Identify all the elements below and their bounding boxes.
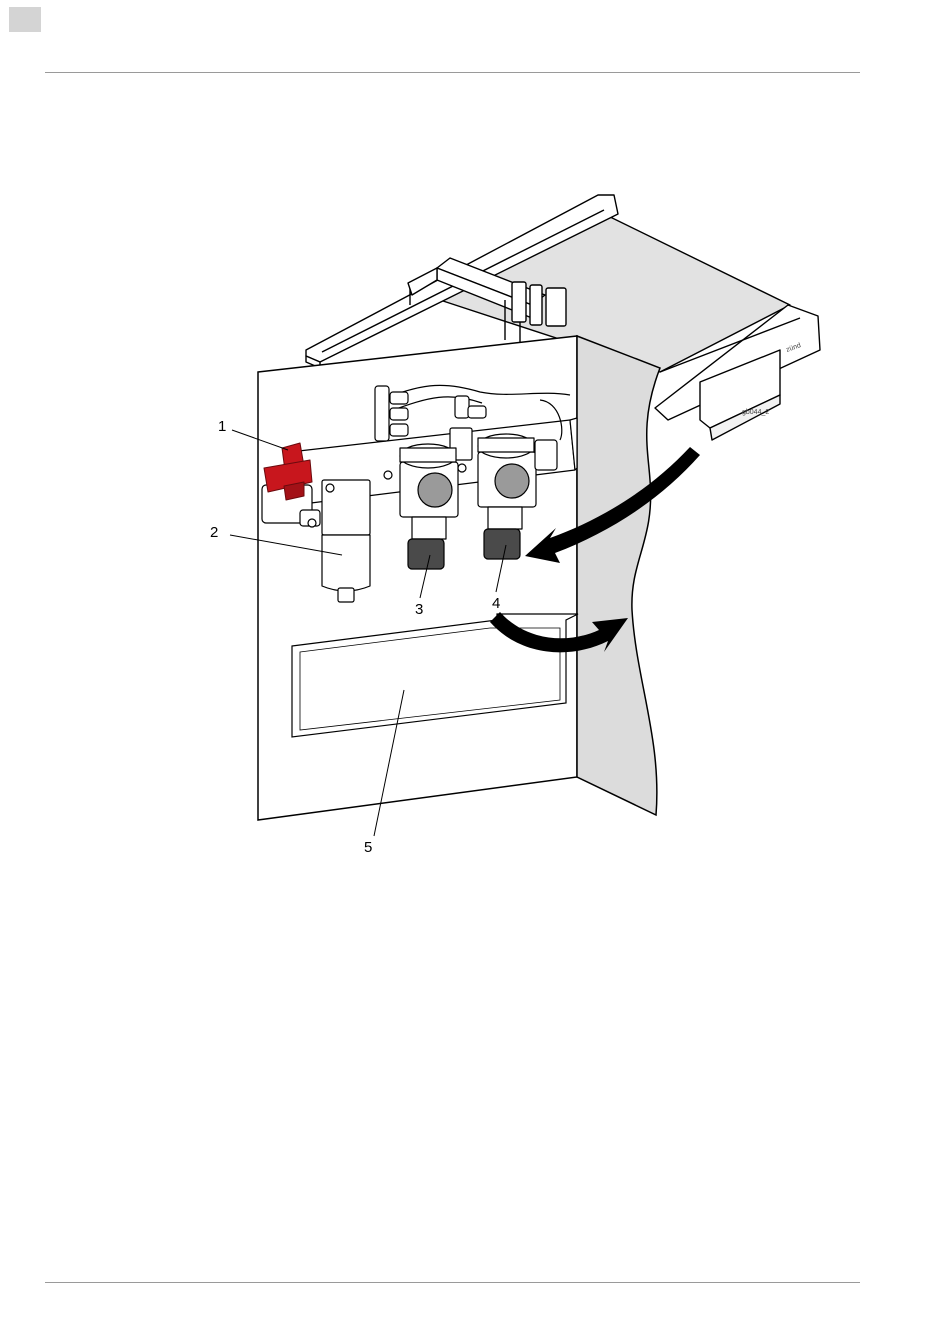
callout-4: 4 [492, 595, 500, 612]
back-panel [258, 336, 577, 820]
callout-5: 5 [364, 839, 372, 856]
callout-2: 2 [210, 524, 218, 541]
figure-id: gb044_2 [742, 409, 769, 416]
callout-1: 1 [218, 418, 226, 435]
cabinet-door [577, 336, 660, 815]
callout-3: 3 [415, 601, 423, 618]
